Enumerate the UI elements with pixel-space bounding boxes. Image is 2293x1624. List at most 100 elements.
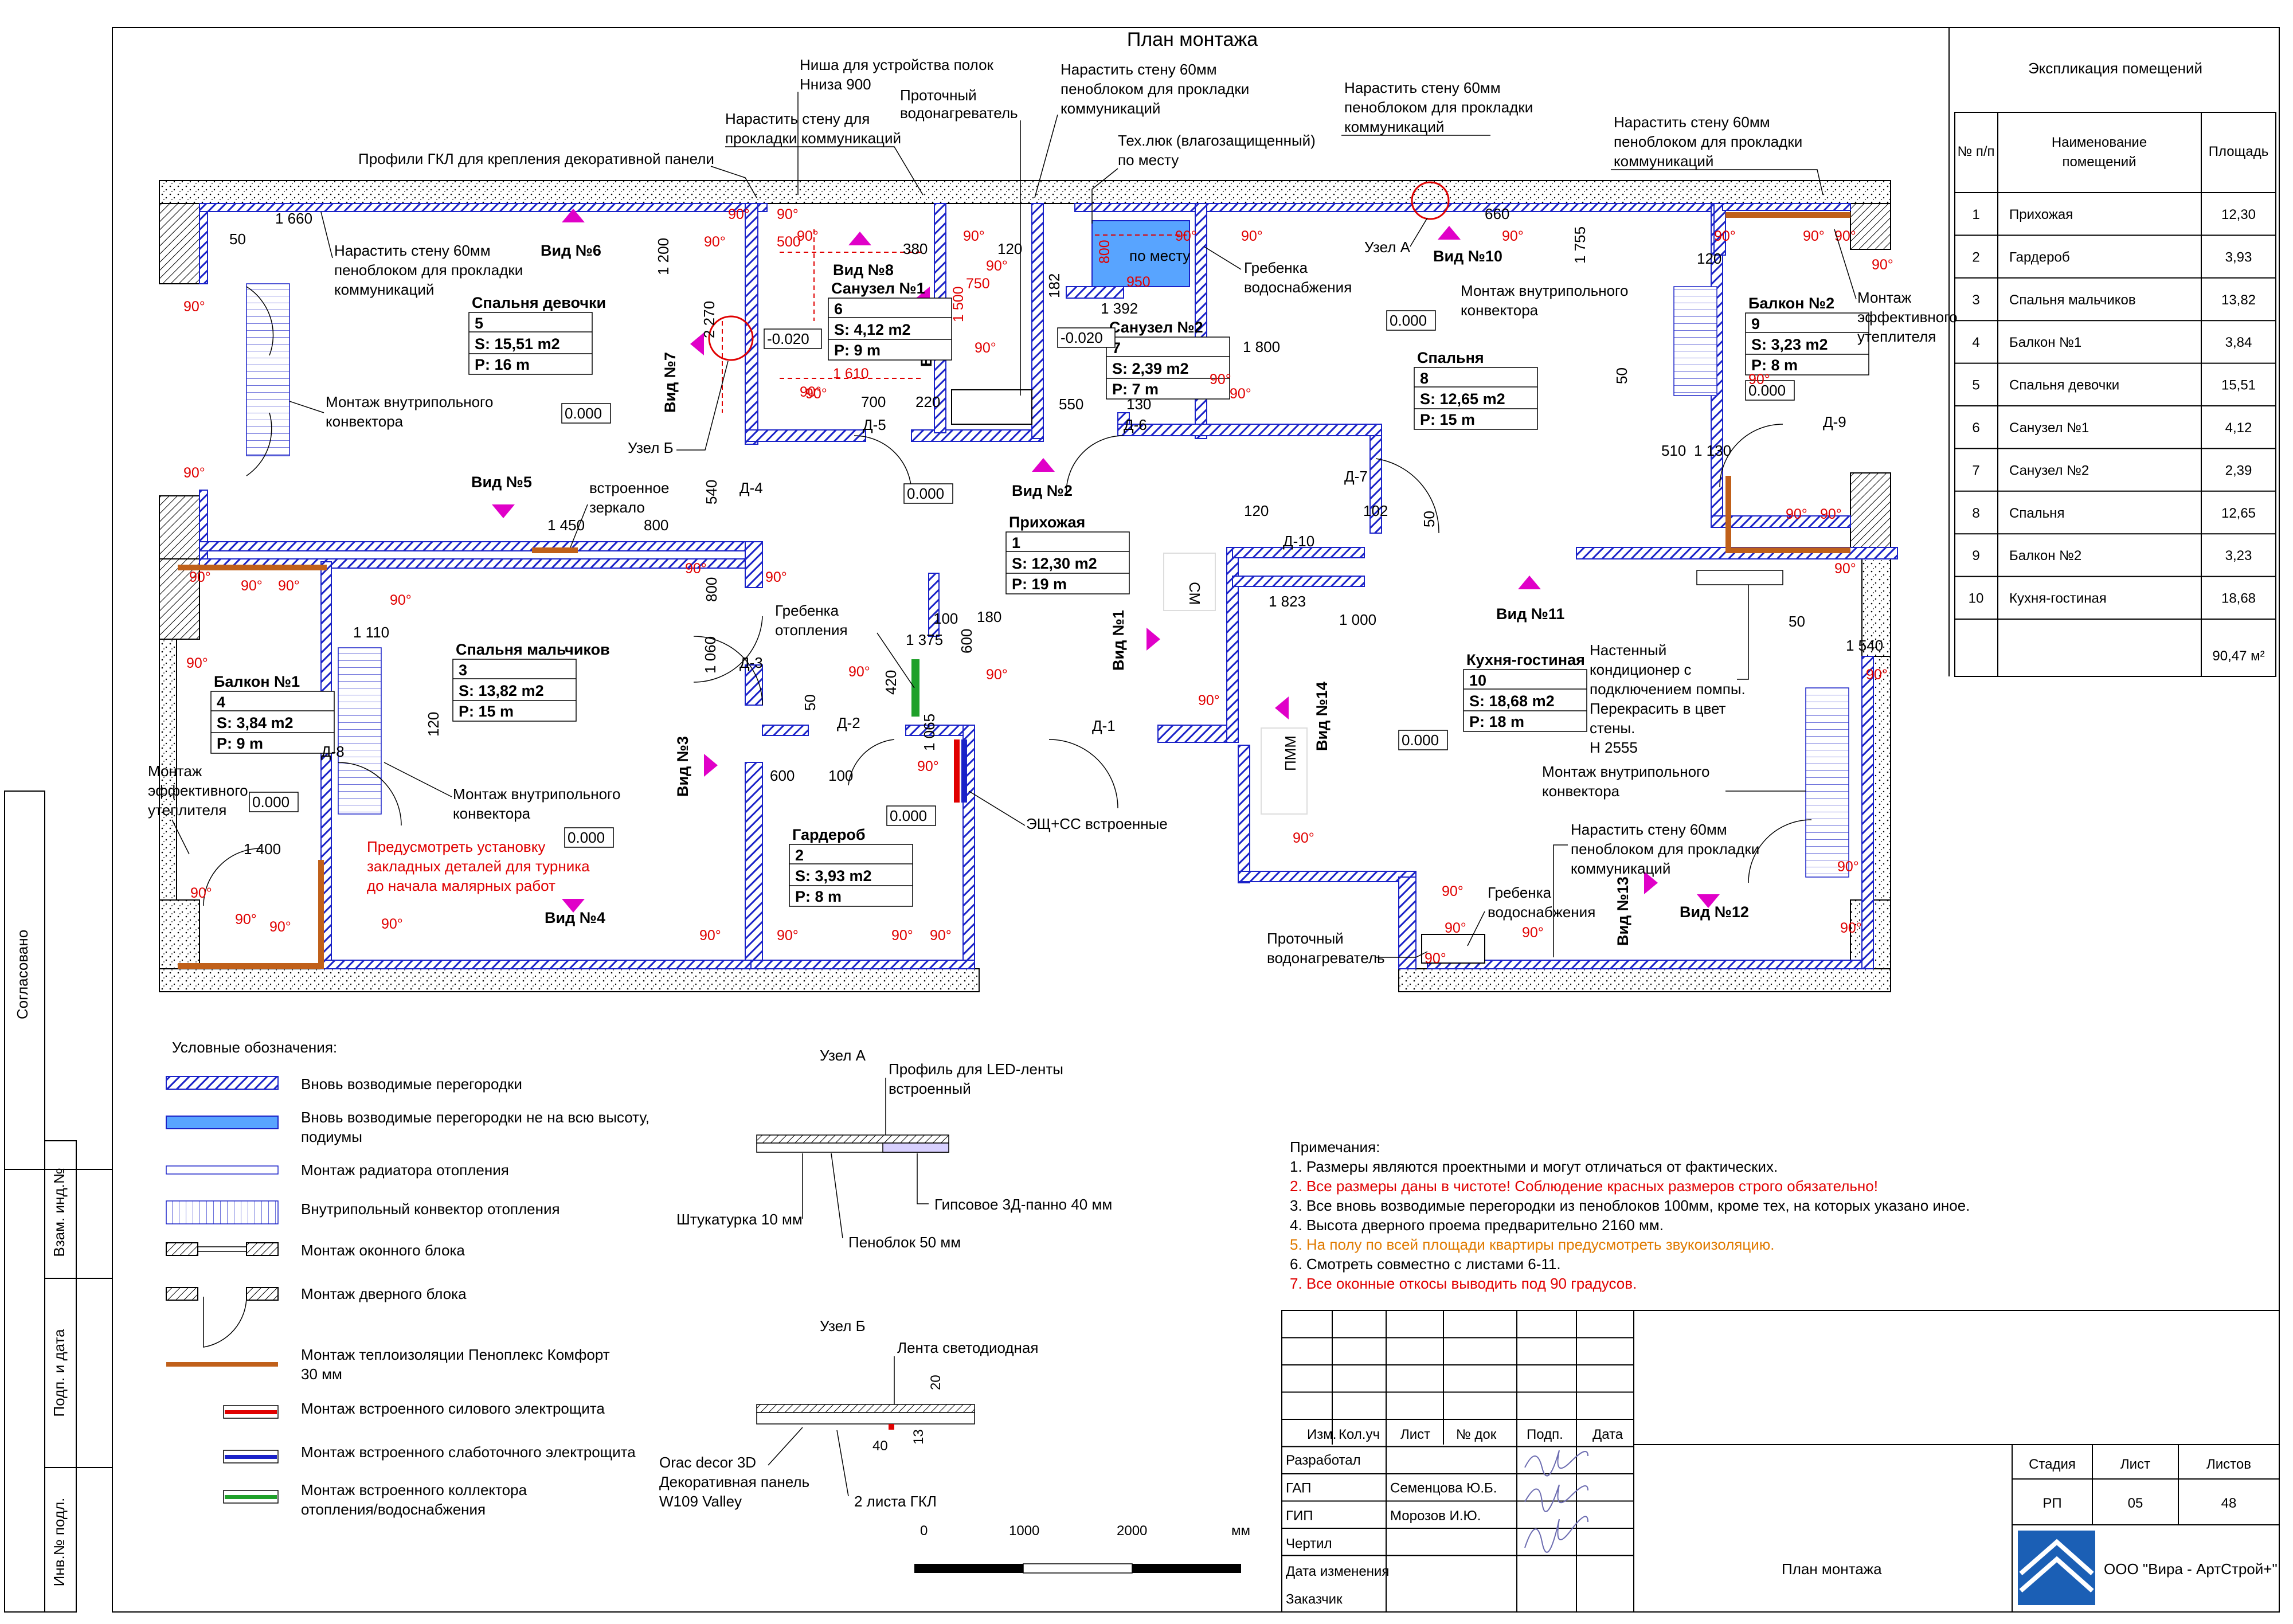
- svg-text:Монтаж встроенного слаботочног: Монтаж встроенного слаботочного электрощ…: [301, 1443, 636, 1461]
- dimension-value: 100: [828, 767, 853, 784]
- room-number: 10: [1469, 672, 1486, 689]
- legend: Условные обозначения: Вновь возводимые п…: [166, 1039, 649, 1518]
- room-name: Балкон №2: [1748, 295, 1834, 312]
- stamp-role: Заказчик: [1286, 1592, 1343, 1607]
- explication-row-name: Балкон №2: [2009, 548, 2081, 563]
- angle-mark: 90°: [235, 911, 257, 928]
- room-perimeter: P: 15 m: [1420, 411, 1475, 428]
- dimension-value: 1 375: [906, 631, 943, 648]
- room-name: Спальня мальчиков: [456, 641, 610, 658]
- view-marker-icon: [690, 332, 704, 355]
- explication-row-num: 4: [1972, 335, 1979, 350]
- dimension-value: 1 392: [1101, 300, 1138, 317]
- svg-text:1000: 1000: [1009, 1523, 1039, 1539]
- insulation-lines: [178, 212, 1850, 969]
- angle-mark: 90°: [986, 667, 1008, 683]
- svg-text:конвектора: конвектора: [453, 805, 531, 822]
- svg-text:пенoблоком для прокладки: пенoблоком для прокладки: [1614, 133, 1802, 150]
- explication-total: 90,47 м²: [2212, 648, 2264, 664]
- svg-text:H 2555: H 2555: [1590, 739, 1638, 756]
- svg-text:Вновь возводимые перегородки н: Вновь возводимые перегородки не на всю в…: [301, 1109, 649, 1126]
- dimension-value: 540: [703, 480, 720, 504]
- explication-row-name: Балкон №1: [2009, 335, 2081, 350]
- svg-text:Изм.: Изм.: [1307, 1427, 1336, 1442]
- stamp-company: ООО "Вира - АртСтрой+": [2104, 1560, 2278, 1578]
- room-area: S: 18,68 m2: [1469, 692, 1555, 710]
- room-perimeter: P: 18 m: [1469, 713, 1524, 730]
- washing-machine-symbol: [1163, 553, 1216, 611]
- svg-text:подиумы: подиумы: [301, 1128, 362, 1145]
- room-name: Прихожая: [1009, 514, 1085, 531]
- svg-text:30 мм: 30 мм: [301, 1365, 342, 1383]
- water-heater-1: [951, 389, 1032, 425]
- dimension-value: 700: [861, 393, 886, 410]
- svg-text:2. Все размеры даны в чистоте!: 2. Все размеры даны в чистоте! Соблюдени…: [1290, 1177, 1878, 1195]
- water-heater-2: [1421, 934, 1485, 964]
- ann-niche: Ниша для устройства полок: [800, 56, 994, 73]
- room-name: Балкон №1: [214, 673, 300, 690]
- svg-text:водонагреватель: водонагреватель: [900, 104, 1018, 122]
- svg-text:эффективного: эффективного: [1857, 308, 1958, 326]
- view-marker-icon: [1032, 458, 1055, 472]
- svg-text:Перекрасить в цвет: Перекрасить в цвет: [1590, 700, 1726, 717]
- view-marker-icon: [1518, 576, 1541, 589]
- dimension-value: 1 755: [1571, 226, 1588, 264]
- angle-mark: 90°: [186, 655, 208, 671]
- ann-wall-60-1: Нарастить стену 60мм: [1061, 61, 1217, 78]
- door-label: Д-3: [739, 654, 763, 671]
- level-mark: 0.000: [907, 485, 944, 502]
- ann-insulation-1: Монтаж: [1857, 289, 1912, 306]
- svg-text:Пеноблок 50 мм: Пеноблок 50 мм: [848, 1234, 961, 1251]
- svg-text:коммуникаций: коммуникаций: [1614, 152, 1713, 170]
- svg-text:утеплителя: утеплителя: [1857, 328, 1936, 345]
- angle-mark: 90°: [1522, 925, 1544, 941]
- notes: Примечания: 1. Размеры являются проектны…: [1290, 1138, 1970, 1292]
- explication-header-name: Наименование: [2052, 135, 2147, 150]
- frame-label-replaced: Взам. инд.№: [50, 1168, 68, 1257]
- dimension-value: 1 450: [547, 516, 585, 534]
- svg-text:эффективного: эффективного: [148, 782, 248, 799]
- angle-mark: 90°: [1175, 228, 1197, 244]
- explication-row-num: 8: [1972, 506, 1979, 521]
- svg-text:по месту: по месту: [1118, 151, 1179, 169]
- dimension-value: 120: [997, 240, 1022, 257]
- room-area: S: 3,84 m2: [217, 714, 294, 731]
- room-perimeter: P: 19 m: [1012, 576, 1067, 593]
- stamp-name: Морозов И.Ю.: [1390, 1508, 1481, 1524]
- view-label: Вид №3: [674, 736, 691, 797]
- angle-mark: 90°: [777, 206, 799, 222]
- svg-text:4. Высота дверного проема пред: 4. Высота дверного проема предварительно…: [1290, 1216, 1664, 1234]
- dimension-value: 800: [1097, 240, 1113, 264]
- svg-text:W109 Valley: W109 Valley: [659, 1493, 742, 1510]
- svg-text:отопления: отопления: [775, 621, 848, 639]
- room-perimeter: P: 8 m: [1751, 357, 1798, 374]
- svg-text:3. Все вновь возводимые перего: 3. Все вновь возводимые перегородки из п…: [1290, 1197, 1970, 1214]
- dimension-value: 1 000: [1339, 611, 1376, 628]
- angle-mark: 90°: [699, 928, 721, 944]
- explication-row-area: 18,68: [2221, 591, 2256, 606]
- angle-mark: 90°: [728, 206, 750, 222]
- angle-mark: 90°: [765, 569, 787, 585]
- stamp-stage: РП: [2042, 1496, 2061, 1511]
- ann-node-a: Узел А: [1364, 238, 1411, 256]
- ann-heater-1: Проточный: [900, 87, 977, 104]
- dimension-value: 380: [903, 240, 928, 257]
- dimension-value: 1 540: [1846, 637, 1883, 654]
- svg-text:№ док: № док: [1456, 1427, 1497, 1442]
- explication-row-name: Спальня девочки: [2009, 378, 2119, 393]
- angle-mark: 90°: [190, 885, 212, 901]
- dimension-value: 1 130: [1694, 442, 1731, 459]
- side-strip-outer: [4, 791, 45, 1613]
- svg-text:Hниза 900: Hниза 900: [800, 76, 871, 93]
- node-a-marker: [1411, 181, 1450, 220]
- dimension-value: 420: [882, 670, 899, 695]
- svg-text:Дата: Дата: [1592, 1427, 1623, 1442]
- angle-mark: 90°: [777, 928, 799, 944]
- dimension-value: 510: [1661, 442, 1686, 459]
- level-mark: 0.000: [252, 793, 289, 811]
- angle-mark: 90°: [975, 340, 996, 356]
- angle-mark: 90°: [1803, 228, 1825, 244]
- angle-mark: 90°: [241, 578, 263, 594]
